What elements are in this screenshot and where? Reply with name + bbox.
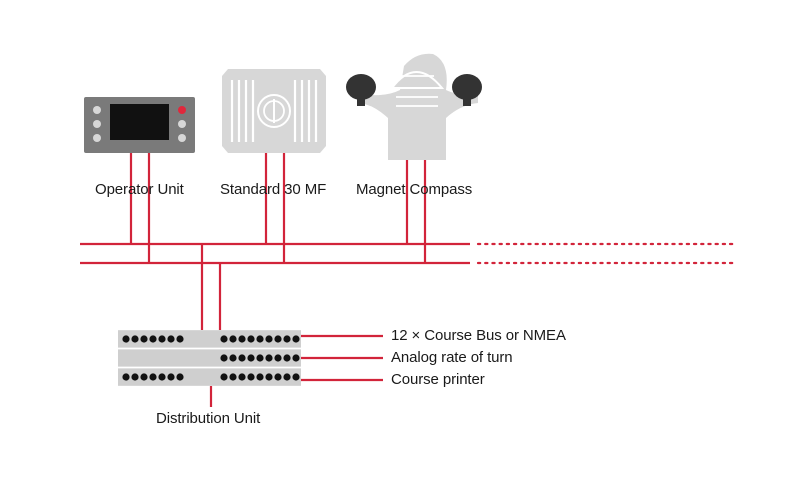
terminal-dot [158,373,166,381]
terminal-dot [283,335,291,343]
terminal-dot [238,335,246,343]
drop-lines [129,152,427,407]
distribution-unit-label: Distribution Unit [156,410,261,427]
terminal-dot [274,354,282,362]
terminal-dot [292,335,300,343]
terminal-dot [140,373,148,381]
terminal-dot [238,373,246,381]
terminal-dot [256,335,264,343]
terminal-dot [122,335,130,343]
terminal-dot [220,354,228,362]
terminal-dot [149,373,157,381]
terminal-dot [247,335,255,343]
distribution-unit-icon [118,330,301,386]
output-label-1: 12 × Course Bus or NMEA [391,327,566,344]
terminal-dot [158,335,166,343]
terminal-dot [256,373,264,381]
operator-unit-label: Operator Unit [95,181,184,198]
terminal-dot [283,354,291,362]
compass-label: Magnet Compass [356,181,473,198]
terminal-dot [238,354,246,362]
terminal-dot [140,335,148,343]
terminal-dot [247,354,255,362]
terminal-dot [220,373,228,381]
terminal-dot [220,335,228,343]
terminal-dot [292,373,300,381]
terminal-dot [167,373,175,381]
terminal-dot [167,335,175,343]
terminal-dot [247,373,255,381]
terminal-dot [256,354,264,362]
terminal-dot [131,373,139,381]
terminal-dot [229,354,237,362]
terminal-dot [265,373,273,381]
terminal-dots [122,335,300,381]
terminal-dot [149,335,157,343]
terminal-dot [176,373,184,381]
output-label-3: Course printer [391,371,485,388]
terminal-dot [265,354,273,362]
output-label-2: Analog rate of turn [391,349,513,366]
gyro-label: Standard 30 MF [220,181,327,198]
magnet-compass-icon [346,53,482,160]
terminal-dot [274,373,282,381]
terminal-dot [122,373,130,381]
operator-unit-icon [84,97,195,153]
terminal-dot [265,335,273,343]
terminal-dot [292,354,300,362]
terminal-dot [176,335,184,343]
terminal-dot [229,335,237,343]
gyro-compass-icon [222,69,326,153]
terminal-dot [283,373,291,381]
terminal-dot [229,373,237,381]
output-lines [301,334,383,382]
terminal-dot [131,335,139,343]
terminal-dot [274,335,282,343]
bus-lines [80,242,737,265]
